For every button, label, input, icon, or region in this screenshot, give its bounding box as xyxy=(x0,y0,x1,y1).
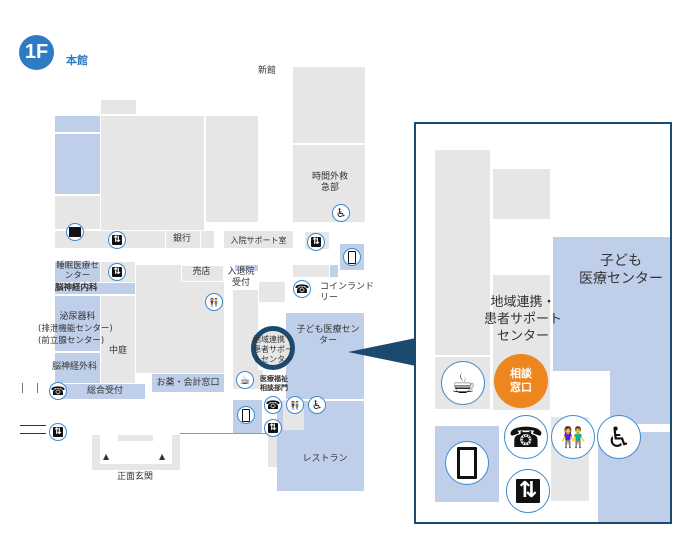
corridor-line xyxy=(180,433,268,434)
cafe-icon: ☕ xyxy=(236,371,254,389)
admission-desk-label: 入退院受付 xyxy=(227,267,255,288)
entrance-arrow-icon: ▲ xyxy=(103,452,110,461)
consult-line2: 窓口 xyxy=(510,381,532,394)
inset-children-line1: 子ども xyxy=(600,253,642,269)
room-admission-support xyxy=(224,231,293,248)
room xyxy=(330,265,338,277)
urology-sub2: (前立腺センター) xyxy=(38,336,105,346)
callout-pointer xyxy=(348,338,416,366)
sleep-center-label: 睡眠医療センター xyxy=(56,261,99,281)
cafe-icon: ☕ xyxy=(441,361,485,405)
room-er xyxy=(293,145,365,222)
entrance-mat xyxy=(118,435,153,441)
mobile-phone-icon xyxy=(445,441,489,485)
room-urology xyxy=(55,296,100,351)
elevator-icon: ⇅ xyxy=(108,231,126,249)
new-building-label: 新館 xyxy=(258,66,277,76)
restroom-icon: 👫 xyxy=(286,396,304,414)
room-children xyxy=(286,313,364,399)
phone-icon: ☎ xyxy=(264,396,282,414)
room xyxy=(293,67,365,143)
room-children xyxy=(553,237,670,371)
neurology-label: 脳神経内科 xyxy=(55,283,98,293)
floor-badge: 1F xyxy=(19,35,54,70)
neurosurgery-label: 脳神経外科 xyxy=(52,362,98,372)
bank-label: 銀行 xyxy=(172,234,191,244)
room xyxy=(101,100,136,114)
courtyard-label: 中庭 xyxy=(108,346,127,356)
regional-center-marker[interactable] xyxy=(251,326,295,370)
inset-regional-label: 地域連携・患者サポートセンター xyxy=(478,294,568,345)
inset-regional-line2: 患者サポート xyxy=(483,312,562,327)
consult-line1: 相談 xyxy=(510,367,532,380)
room xyxy=(136,265,224,373)
wheelchair-icon: ♿ xyxy=(308,396,326,414)
courtyard xyxy=(101,296,135,383)
room xyxy=(55,116,100,132)
atm-icon xyxy=(66,223,84,241)
shop-label: 売店 xyxy=(192,267,211,277)
room-pharmacy xyxy=(152,374,224,392)
inset-regional-line1: 地域連携・ xyxy=(490,295,556,310)
entrance-arrow-icon: ▲ xyxy=(159,452,166,461)
regional-center-label: 地域連携・患者サポートセンター xyxy=(253,335,293,364)
urology-sub1: (排泄機能センター) xyxy=(38,324,113,334)
inset-children-label: 子ども医療センター xyxy=(566,252,670,288)
room-reception xyxy=(55,384,145,399)
welfare-label: 医療福祉相談部門 xyxy=(260,375,288,392)
elevator-icon: ⇅ xyxy=(49,423,67,441)
mobile-phone-icon xyxy=(343,248,361,266)
children-label: 子ども医療センター xyxy=(296,325,360,346)
inset-map: 子ども医療センター 地域連携・患者サポートセンター 相談窓口 ☕ ☎ 👫 ♿ ⇅ xyxy=(414,122,672,524)
room-neurosurgery xyxy=(55,353,100,383)
entrance-label: 正面玄関 xyxy=(117,472,154,482)
coin-laundry-label: コインランドリー xyxy=(320,282,375,303)
urology-label: 泌尿器科 xyxy=(59,312,96,322)
corridor xyxy=(268,433,277,467)
elevator-icon: ⇅ xyxy=(307,233,325,251)
room xyxy=(293,265,329,277)
room-shop xyxy=(181,265,224,282)
pharmacy-label: お薬・会計窓口 xyxy=(156,378,220,388)
elevator-icon: ⇅ xyxy=(264,419,282,437)
room xyxy=(435,150,490,355)
room xyxy=(235,265,258,271)
inset-children-line2: 医療センター xyxy=(579,271,663,287)
room-bank xyxy=(165,231,201,248)
consultation-window-button[interactable]: 相談窓口 xyxy=(494,354,548,408)
phone-icon: ☎ xyxy=(49,382,67,400)
stairs-lines xyxy=(22,383,38,393)
elevator-icon: ⇅ xyxy=(108,263,126,281)
stairs-lines xyxy=(20,425,46,434)
room-neurology xyxy=(55,283,135,294)
room xyxy=(206,116,258,222)
wheelchair-icon: ♿ xyxy=(597,415,641,459)
room-sleep xyxy=(55,262,100,282)
room xyxy=(55,134,100,194)
restroom-icon: 👫 xyxy=(205,293,223,311)
room xyxy=(259,282,285,302)
er-label: 時間外救急部 xyxy=(311,172,348,193)
restroom-icon: 👫 xyxy=(551,415,595,459)
phone-icon: ☎ xyxy=(293,280,311,298)
room-children xyxy=(610,369,670,424)
mobile-phone-icon xyxy=(237,406,255,424)
room xyxy=(493,169,550,219)
inset-regional-line3: センター xyxy=(496,329,549,344)
reception-label: 総合受付 xyxy=(86,386,123,396)
elevator-icon: ⇅ xyxy=(506,469,550,513)
wheelchair-icon: ♿ xyxy=(332,204,350,222)
building-name: 本館 xyxy=(66,54,88,67)
phone-icon: ☎ xyxy=(504,415,548,459)
admission-support-label: 入院サポート室 xyxy=(230,236,287,245)
room xyxy=(101,116,204,230)
restaurant-label: レストラン xyxy=(302,454,348,464)
